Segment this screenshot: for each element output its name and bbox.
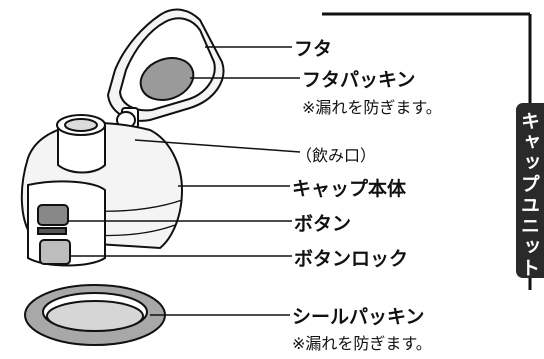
- label-futa-packing: フタパッキン: [302, 69, 416, 91]
- label-seal-packing: シールパッキン: [292, 306, 425, 328]
- lid-packing-shape: [139, 57, 195, 101]
- leader-lines: [68, 46, 301, 316]
- side-tab-label: キャップユニット: [521, 111, 540, 276]
- label-futa: フタ: [294, 38, 333, 60]
- label-button: ボタン: [294, 213, 352, 235]
- lid-drawing: [106, 8, 225, 129]
- side-tab: キャップユニット: [516, 103, 544, 278]
- label-cap-body: キャップ本体: [292, 178, 407, 200]
- label-button-lock: ボタンロック: [294, 248, 409, 270]
- label-nomikuchi: （飲み口）: [296, 146, 377, 165]
- label-futa-packing-note: ※漏れを防ぎます。: [302, 98, 442, 117]
- leader-nomikuchi: [134, 139, 301, 153]
- seal-packing-drawing: [24, 284, 166, 346]
- button-drawing: [27, 180, 106, 267]
- label-seal-packing-note: ※漏れを防ぎます。: [292, 334, 432, 353]
